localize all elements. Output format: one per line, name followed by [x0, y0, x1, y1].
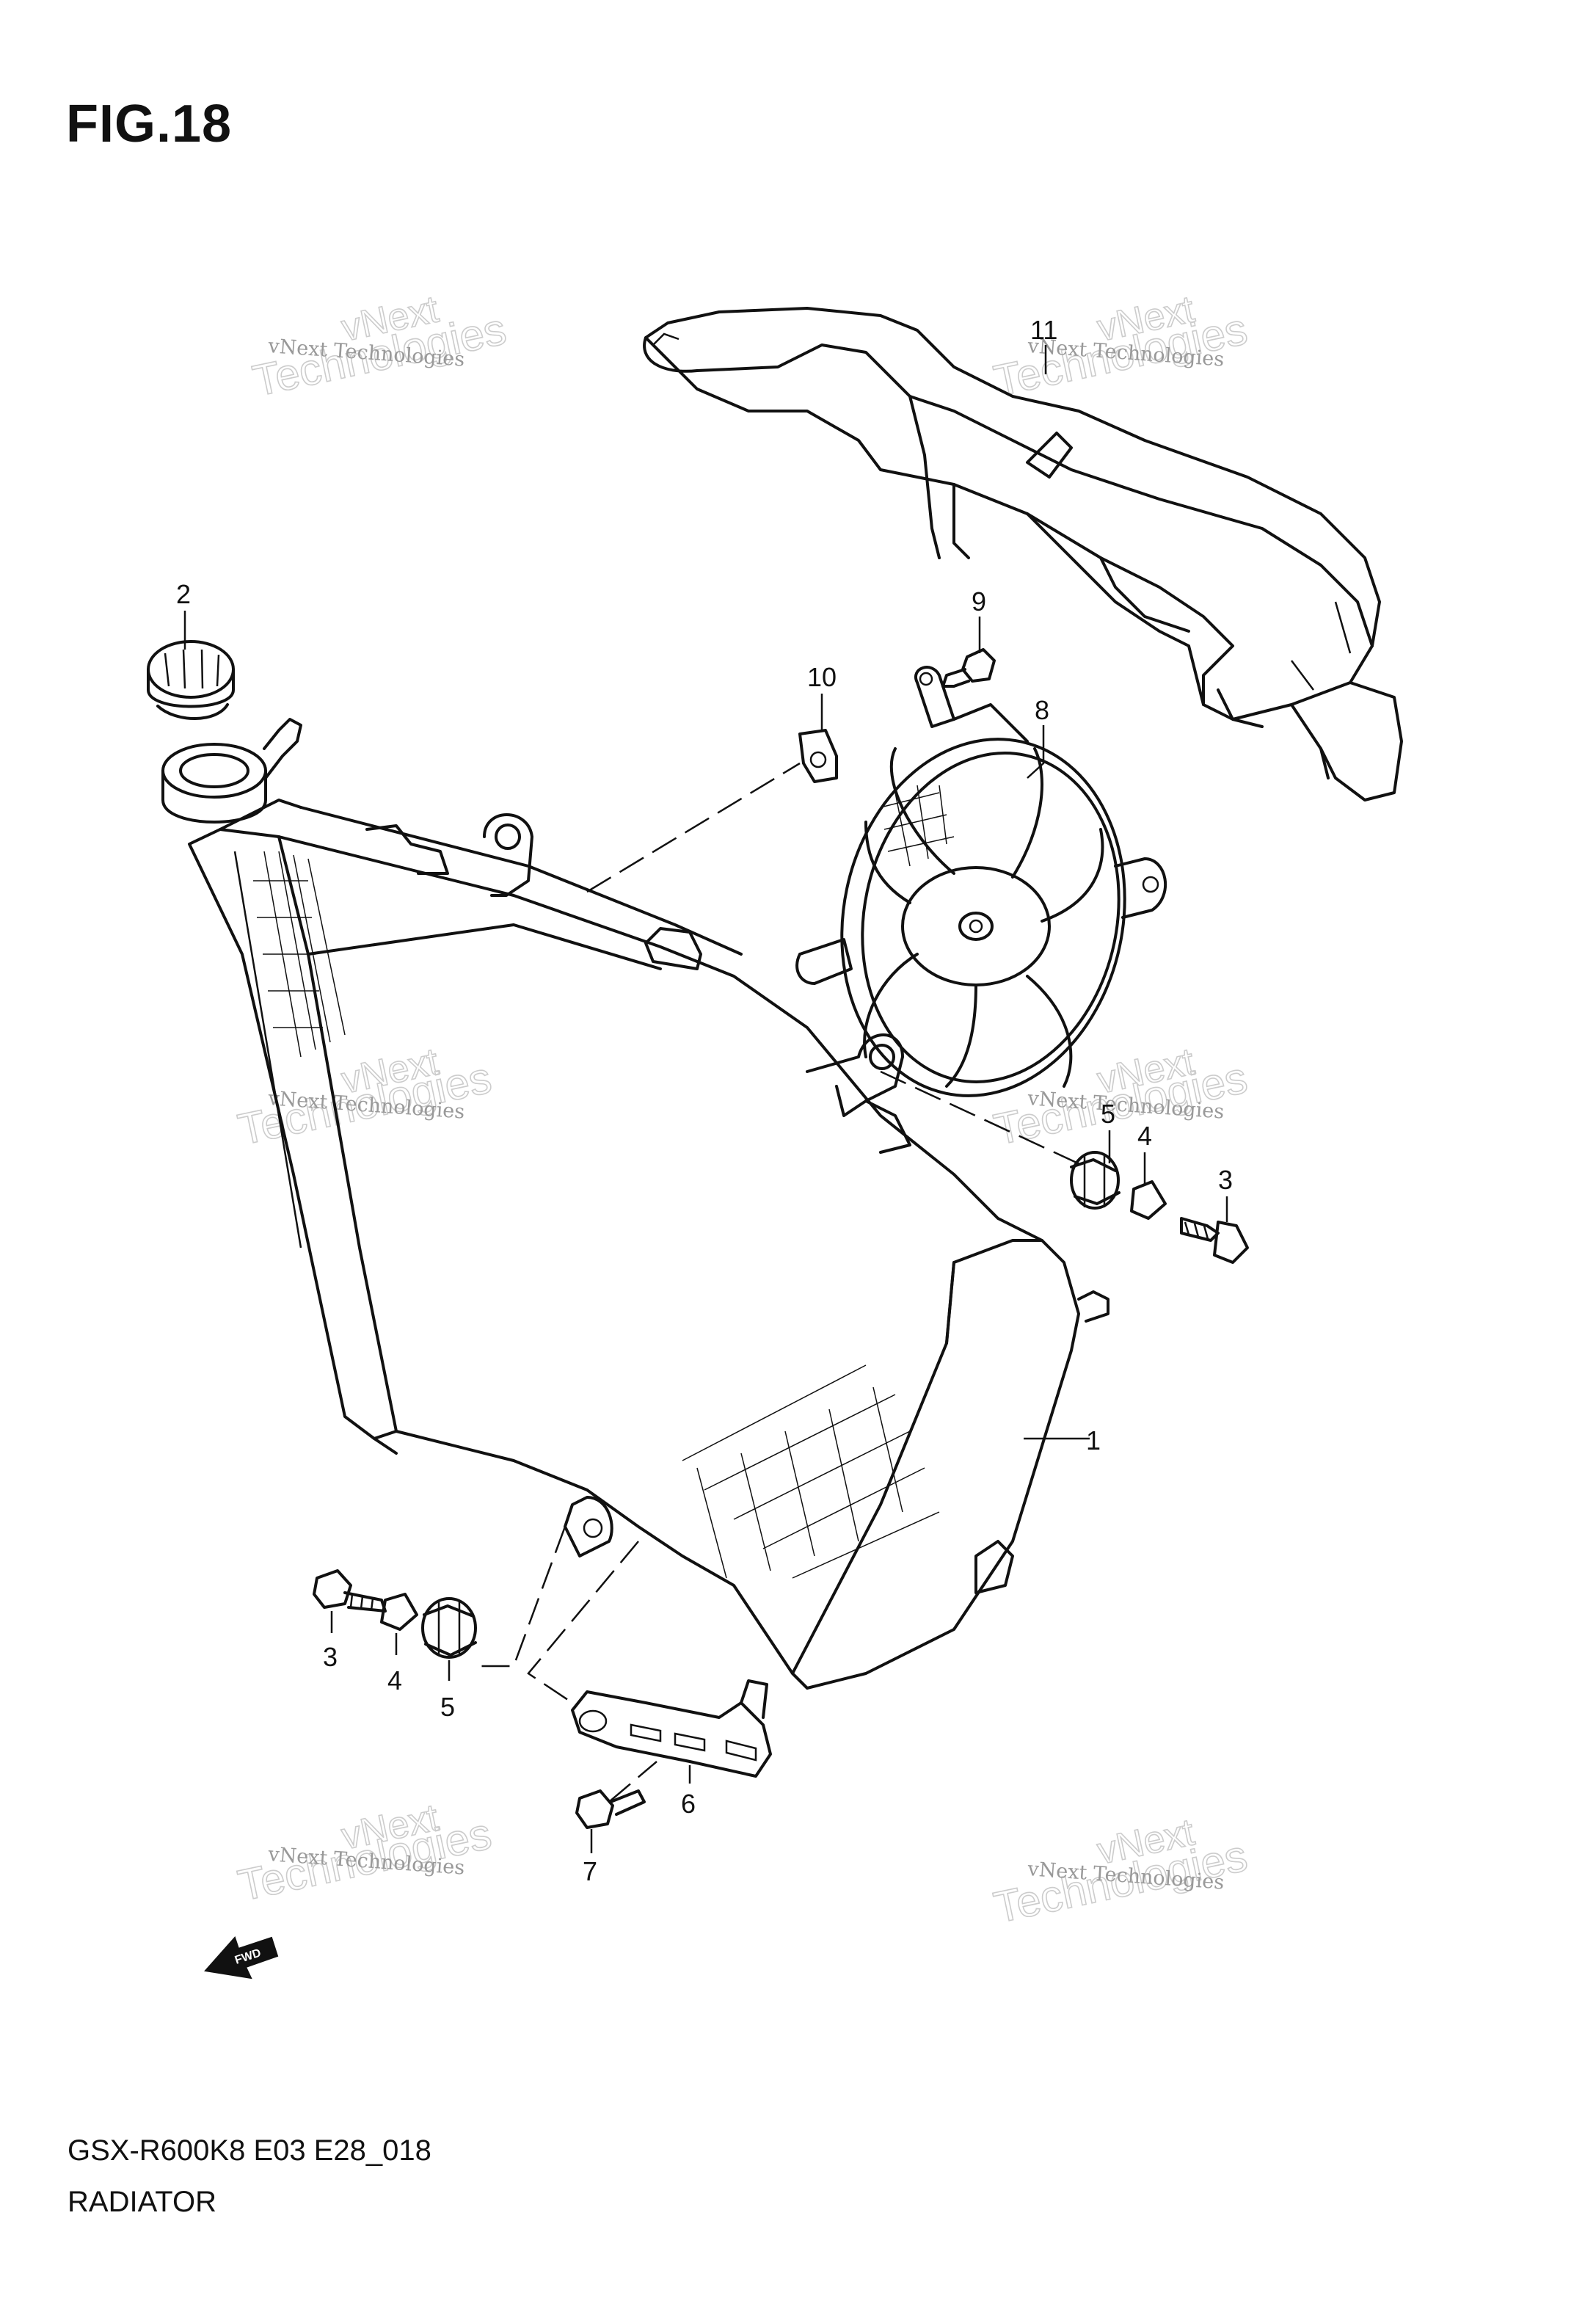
clip-nut-part-10[interactable] [798, 729, 838, 783]
bolt-part-9[interactable] [941, 648, 996, 688]
diagram-name: RADIATOR [68, 2186, 216, 2218]
shroud-part-11[interactable] [643, 307, 1403, 801]
callout-9: 9 [972, 586, 986, 617]
watermark-group-bottom-right: Technologies vNext vNext Technologies [989, 1810, 1252, 1933]
collar-part-4-left[interactable] [380, 1593, 418, 1631]
screw-part-7[interactable] [575, 1789, 646, 1829]
collar-part-4-right[interactable] [1130, 1180, 1167, 1220]
bolt-part-3-left[interactable] [313, 1569, 387, 1613]
radiator-core-mesh [253, 851, 940, 1579]
callout-6: 6 [681, 1789, 696, 1819]
watermark-group-top-left: Technologies vNext vNext Technologies [248, 287, 511, 406]
callout-3-left: 3 [323, 1642, 338, 1672]
filler-neck [161, 718, 302, 824]
bolt-part-3-right[interactable] [1180, 1217, 1249, 1264]
grommet-part-5-right[interactable] [1070, 1151, 1121, 1210]
callouts: 1 2 3 4 5 6 7 8 9 10 11 3 4 5 [176, 315, 1233, 1886]
fan-motor-mesh [880, 785, 955, 867]
assembly-lines [475, 762, 1087, 1803]
radiator-cap-part-2[interactable] [147, 640, 235, 720]
watermark-group-top-right: Technologies vNext vNext Technologies [989, 287, 1252, 406]
watermark-group-bottom-left: Technologies vNext vNext Technologies [233, 1795, 496, 1911]
callout-4-left: 4 [387, 1665, 402, 1695]
callout-8: 8 [1035, 695, 1049, 725]
callout-11: 11 [1030, 315, 1057, 345]
callout-3-right: 3 [1218, 1165, 1233, 1195]
cooling-fan-part-8[interactable] [795, 666, 1167, 1122]
callout-1: 1 [1086, 1425, 1101, 1455]
callout-4-right: 4 [1137, 1121, 1152, 1151]
grommet-part-5-left[interactable] [421, 1597, 477, 1659]
callout-5-left: 5 [440, 1692, 455, 1722]
callout-7: 7 [583, 1856, 597, 1886]
callout-2: 2 [176, 579, 191, 609]
diagram-code: GSX-R600K8 E03 E28_018 [68, 2134, 431, 2167]
forward-arrow-icon: FWD [204, 1936, 279, 1980]
callout-5-right: 5 [1101, 1099, 1115, 1129]
bracket-part-6[interactable] [571, 1679, 772, 1778]
radiator-part-1[interactable] [188, 799, 1109, 1690]
watermark-group-mid-left: Technologies vNext vNext Technologies [233, 1039, 496, 1155]
callout-10: 10 [807, 662, 837, 692]
figure-title: FIG.18 [66, 95, 233, 153]
watermark-group-mid-right: Technologies vNext vNext Technologies [989, 1039, 1252, 1155]
leader-lines [183, 345, 1228, 1853]
